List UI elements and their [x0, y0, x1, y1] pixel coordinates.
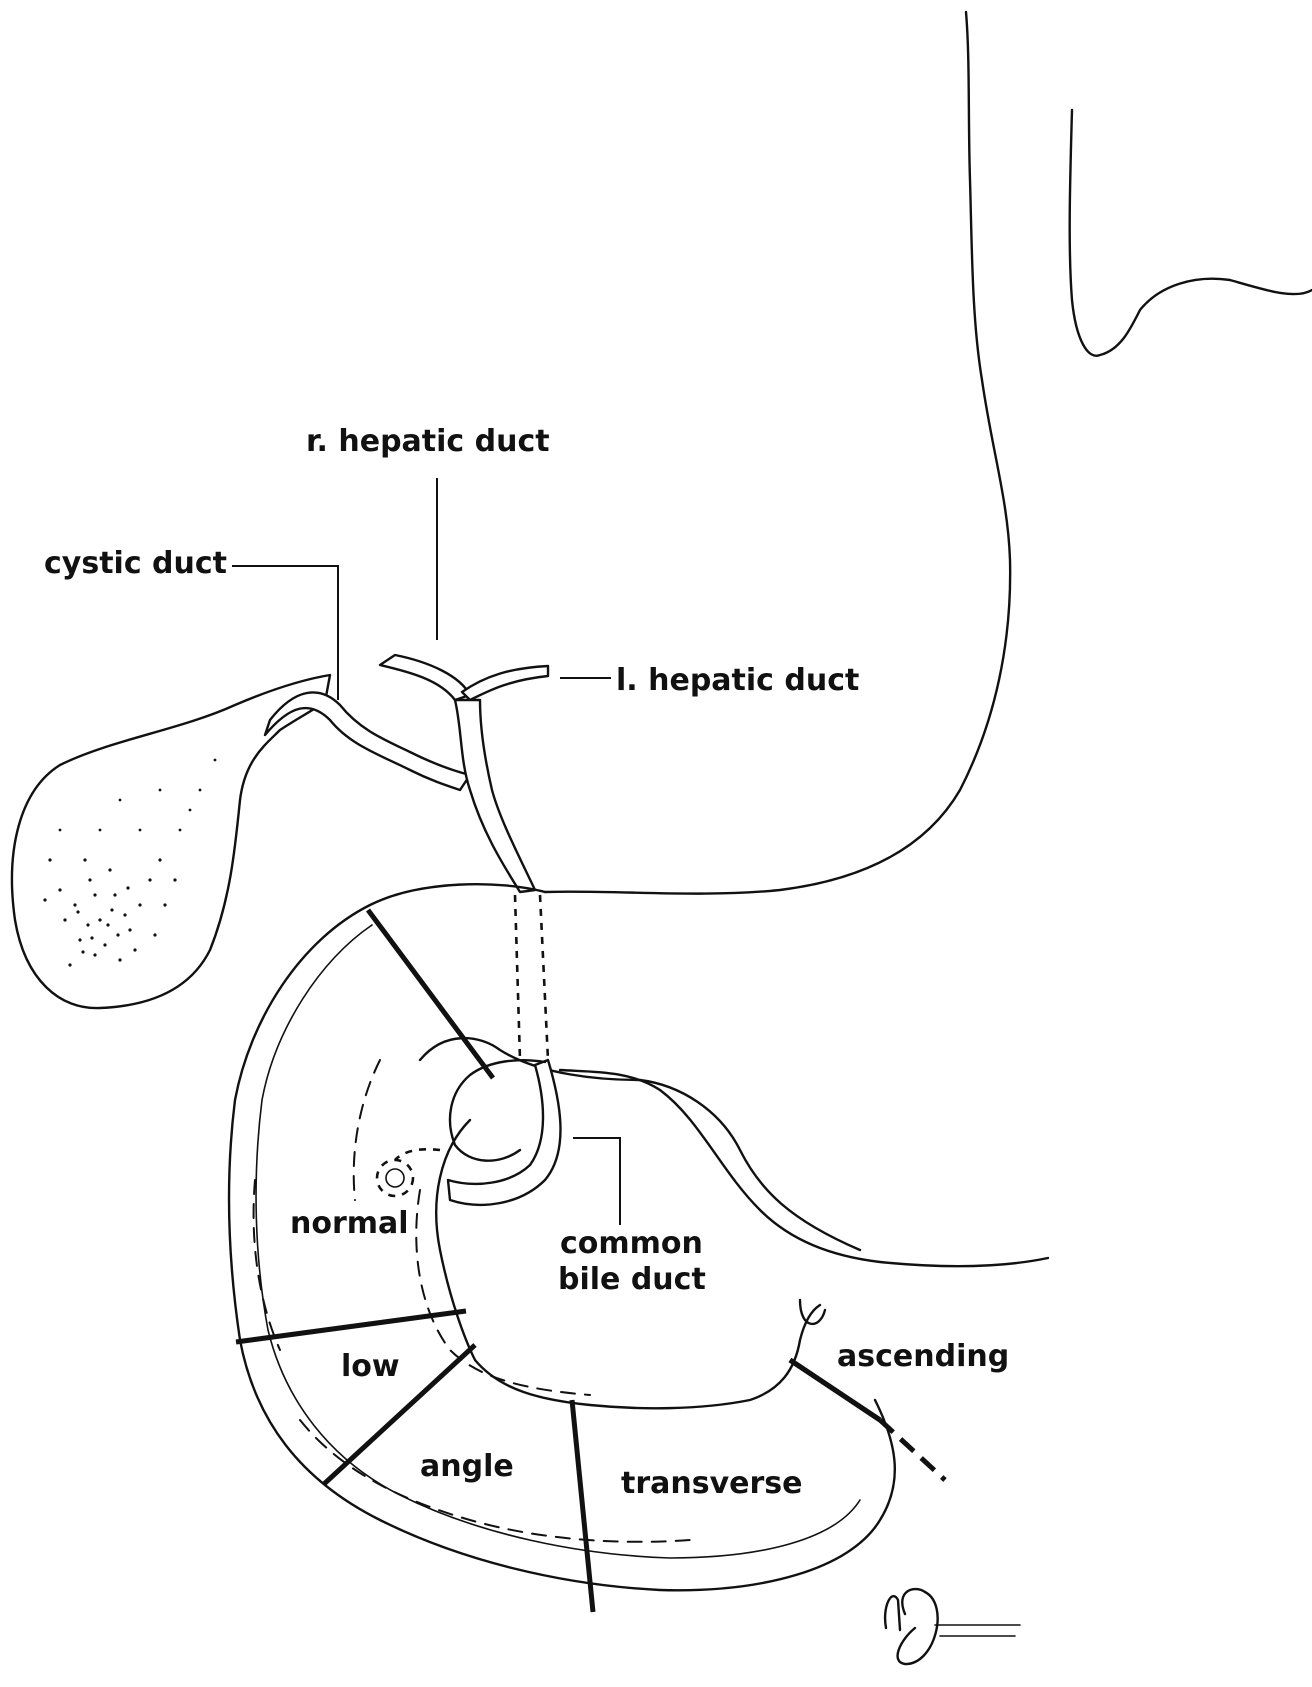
gallbladder-stipple [43, 759, 216, 967]
label-angle: angle [420, 1449, 514, 1485]
common-bile-duct-visible [448, 1060, 560, 1205]
pancreatic-duct [395, 1149, 440, 1160]
label-ascending: ascending [837, 1339, 1009, 1375]
label-low: low [341, 1349, 400, 1385]
papilla-outer [377, 1160, 413, 1196]
common-bile-duct-hidden-left [515, 895, 520, 1060]
label-r-hepatic-duct: r. hepatic duct [306, 424, 550, 460]
leader-cystic-duct [232, 566, 338, 700]
cystic-duct [265, 692, 470, 790]
duodenum-mid-dash-3 [354, 1060, 380, 1200]
artist-signature [885, 1589, 1020, 1664]
divider-normal-upper [368, 910, 493, 1078]
stomach-outline [545, 12, 1010, 894]
label-transverse: transverse [621, 1466, 803, 1502]
label-l-hepatic-duct: l. hepatic duct [616, 663, 859, 699]
label-normal: normal [290, 1206, 409, 1242]
common-bile-duct-hidden-right [540, 895, 548, 1060]
label-cystic-duct: cystic duct [44, 546, 227, 582]
gallbladder [12, 675, 330, 1008]
label-common-bile-duct-line1: common [560, 1226, 703, 1262]
ascending-limb-dashed-2 [880, 1420, 945, 1480]
papilla-inner [386, 1169, 404, 1187]
label-common-bile-duct-line2: bile duct [558, 1262, 706, 1298]
fundus-outline [1070, 110, 1312, 356]
leader-common-bile-duct [573, 1138, 620, 1225]
pancreas-lobe [450, 1060, 545, 1160]
